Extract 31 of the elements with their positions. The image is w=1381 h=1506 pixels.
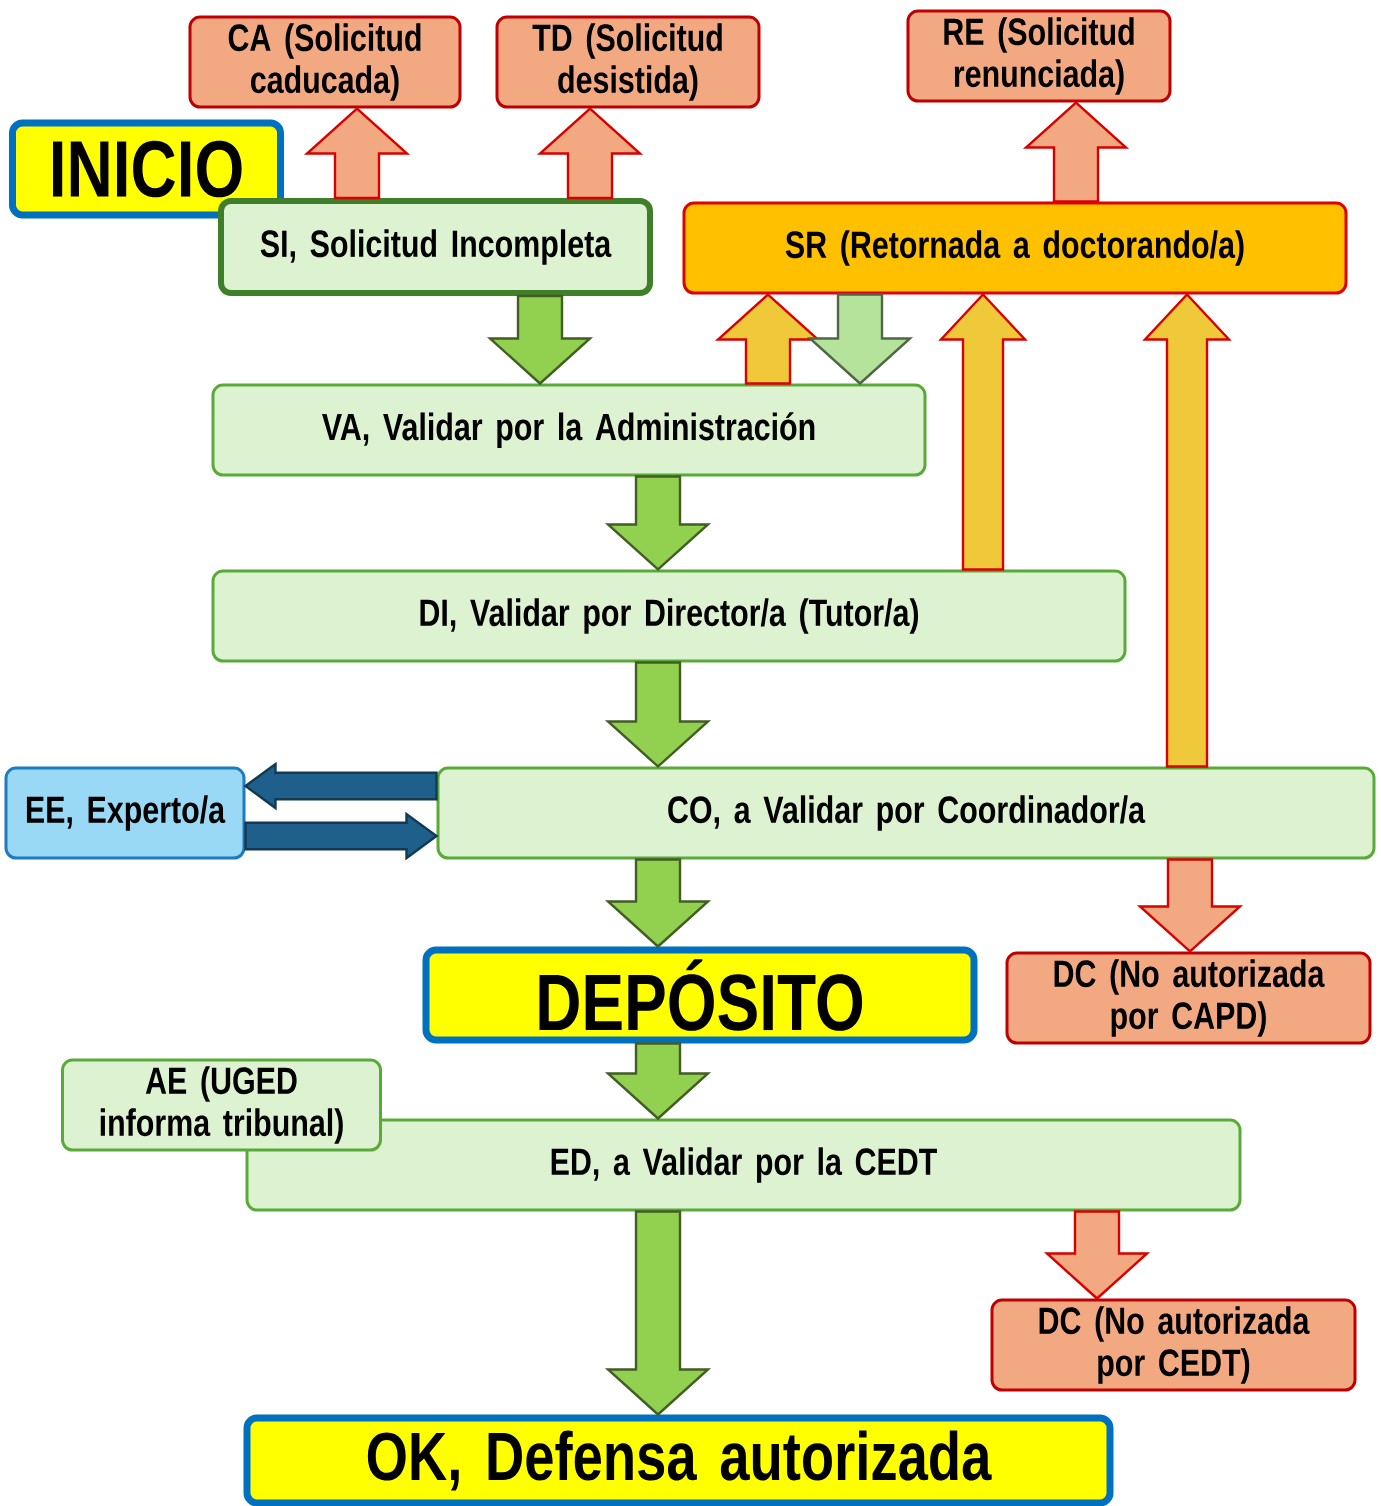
block-arrow: [1136, 858, 1244, 954]
block-arrow: [938, 292, 1028, 571]
block-arrow: [604, 661, 712, 769]
process-box: AE (UGED informa tribunal): [61, 1058, 382, 1152]
chevron-arrow: [244, 811, 439, 861]
status-box: TD (Solicitud desistida): [495, 15, 761, 109]
status-box: RE (Solicitud renunciada): [906, 9, 1172, 103]
block-arrow: [486, 294, 594, 386]
process-box: VA, Validar por la Administración: [211, 383, 927, 477]
block-arrow: [303, 106, 411, 200]
block-arrow: [1022, 100, 1130, 203]
block-arrow: [1043, 1210, 1151, 1301]
milestone-box: INICIO: [9, 119, 284, 219]
block-arrow: [1142, 292, 1232, 768]
milestone-box: DEPÓSITO: [422, 946, 978, 1044]
block-arrow: [536, 106, 644, 200]
process-box: CO, a Validar por Coordinador/a: [436, 766, 1376, 860]
status-box: CA (Solicitud caducada): [188, 15, 462, 109]
block-arrow: [806, 293, 914, 386]
milestone-box: OK, Defensa autorizada: [243, 1414, 1114, 1506]
block-arrow: [604, 475, 712, 572]
chevron-arrow: [243, 761, 438, 811]
process-box: SR (Retornada a doctorando/a): [682, 201, 1348, 295]
status-box: DC (No autorizada por CAPD): [1005, 951, 1372, 1045]
block-arrow: [604, 1210, 712, 1417]
block-arrow: [604, 1042, 712, 1121]
process-box: DI, Validar por Director/a (Tutor/a): [211, 569, 1127, 663]
process-box: EE, Experto/a: [4, 766, 246, 860]
process-box: SI, Solicitud Incompleta: [218, 198, 653, 296]
status-box: DC (No autorizada por CEDT): [990, 1298, 1357, 1392]
block-arrow: [604, 858, 712, 949]
